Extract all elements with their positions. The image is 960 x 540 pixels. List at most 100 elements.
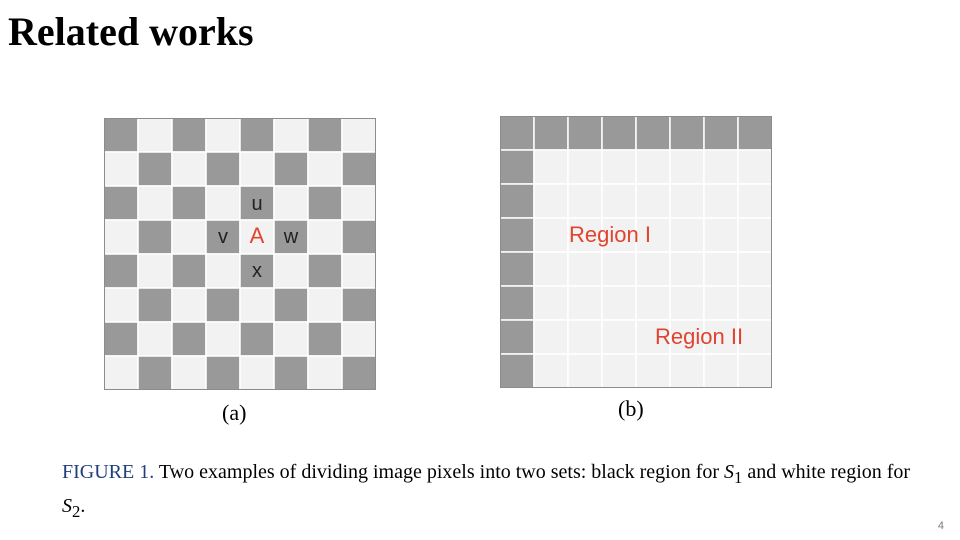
region-cell xyxy=(669,251,705,287)
region-cell xyxy=(567,251,603,287)
region-cell xyxy=(669,116,705,151)
checkerboard-cell xyxy=(307,355,343,390)
region-cell xyxy=(635,251,671,287)
caption-set-1-symbol: S xyxy=(724,461,735,483)
checkerboard-cell xyxy=(239,118,275,153)
checkerboard-cell xyxy=(137,118,173,153)
region-cell xyxy=(635,217,671,253)
region-cell xyxy=(635,116,671,151)
checkerboard-cell xyxy=(205,151,241,187)
checkerboard-cell xyxy=(341,118,376,153)
region-cell xyxy=(635,285,671,321)
region-cell xyxy=(500,149,535,185)
checkerboard-cell xyxy=(205,355,241,390)
checkerboard-cell xyxy=(205,118,241,153)
checkerboard-cell xyxy=(104,185,139,221)
checkerboard-cell xyxy=(171,355,207,390)
checkerboard-cell xyxy=(273,185,309,221)
checkerboard-border xyxy=(104,118,376,390)
region-cell xyxy=(533,319,569,355)
checkerboard-cell xyxy=(341,253,376,289)
checkerboard-cell xyxy=(341,151,376,187)
region-1-label: Region I xyxy=(569,222,651,247)
region-cell xyxy=(533,149,569,185)
region-cell xyxy=(669,183,705,219)
region-cell xyxy=(669,217,705,253)
region-cell xyxy=(567,149,603,185)
region-cell xyxy=(737,183,772,219)
region-cell xyxy=(703,319,739,355)
checkerboard-cell xyxy=(307,185,343,221)
checkerboard-cell xyxy=(104,355,139,390)
region-cell xyxy=(669,149,705,185)
checkerboard-cell xyxy=(239,287,275,323)
region-cell xyxy=(635,149,671,185)
cell-label-center: A xyxy=(250,223,265,248)
region-2-label: Region II xyxy=(655,324,743,349)
region-cell xyxy=(601,183,637,219)
region-cell xyxy=(533,217,569,253)
checkerboard-cell xyxy=(137,219,173,255)
checkerboard-cell xyxy=(205,185,241,221)
page-number: 4 xyxy=(937,520,944,532)
region-cell xyxy=(601,217,637,253)
region-cell xyxy=(533,251,569,287)
region-cell xyxy=(500,217,535,253)
region-cell xyxy=(500,116,535,151)
caption-text-1: Two examples of dividing image pixels in… xyxy=(154,461,725,483)
caption-set-1-subscript: 1 xyxy=(734,468,743,487)
caption-set-2-symbol: S xyxy=(62,495,72,517)
checkerboard-cell xyxy=(205,321,241,357)
region-cell xyxy=(533,285,569,321)
region-cell xyxy=(737,251,772,287)
region-cell xyxy=(703,285,739,321)
region-cell xyxy=(500,353,535,388)
checkerboard-cell xyxy=(104,287,139,323)
region-cell xyxy=(737,319,772,355)
checkerboard-cell xyxy=(137,287,173,323)
region-cell xyxy=(737,217,772,253)
checkerboard-cell xyxy=(307,253,343,289)
region-cell xyxy=(500,319,535,355)
checkerboard-cell xyxy=(307,287,343,323)
region-cell xyxy=(737,353,772,388)
slide-title: Related works xyxy=(8,9,254,54)
caption-figure-label: FIGURE 1. xyxy=(62,461,155,483)
region-cell xyxy=(500,251,535,287)
region-cell xyxy=(500,285,535,321)
region-cell xyxy=(601,251,637,287)
region-cell xyxy=(533,116,569,151)
checkerboard-cell xyxy=(104,321,139,357)
caption-text-3: . xyxy=(80,495,86,517)
region-cell xyxy=(703,183,739,219)
checkerboard-cell xyxy=(341,321,376,357)
checkerboard-cell xyxy=(137,151,173,187)
checkerboard-cell xyxy=(307,151,343,187)
checkerboard-cell xyxy=(104,253,139,289)
cell-label-left: v xyxy=(218,226,228,248)
checkerboard-cell xyxy=(239,321,275,357)
region-cell xyxy=(703,353,739,388)
checkerboard-cell xyxy=(341,219,376,255)
region-cell xyxy=(567,319,603,355)
region-cell xyxy=(533,353,569,388)
region-cell xyxy=(567,116,603,151)
checkerboard-cell xyxy=(171,287,207,323)
cell-label-down: x xyxy=(252,260,262,282)
region-cell xyxy=(500,183,535,219)
checkerboard-cell xyxy=(205,287,241,323)
checkerboard-cell xyxy=(341,185,376,221)
region-cell xyxy=(601,149,637,185)
region-cell xyxy=(635,183,671,219)
region-cell xyxy=(601,353,637,388)
checkerboard-cell xyxy=(205,253,241,289)
caption-text-2: and white region for xyxy=(742,461,911,483)
checkerboard-cell xyxy=(137,253,173,289)
figure-caption: FIGURE 1. Two examples of dividing image… xyxy=(62,458,922,526)
region-cell xyxy=(635,353,671,388)
checkerboard-cell xyxy=(171,118,207,153)
region-cell xyxy=(737,149,772,185)
caption-set-2-subscript: 2 xyxy=(72,502,81,521)
region-cell xyxy=(601,319,637,355)
checkerboard-cell xyxy=(137,355,173,390)
